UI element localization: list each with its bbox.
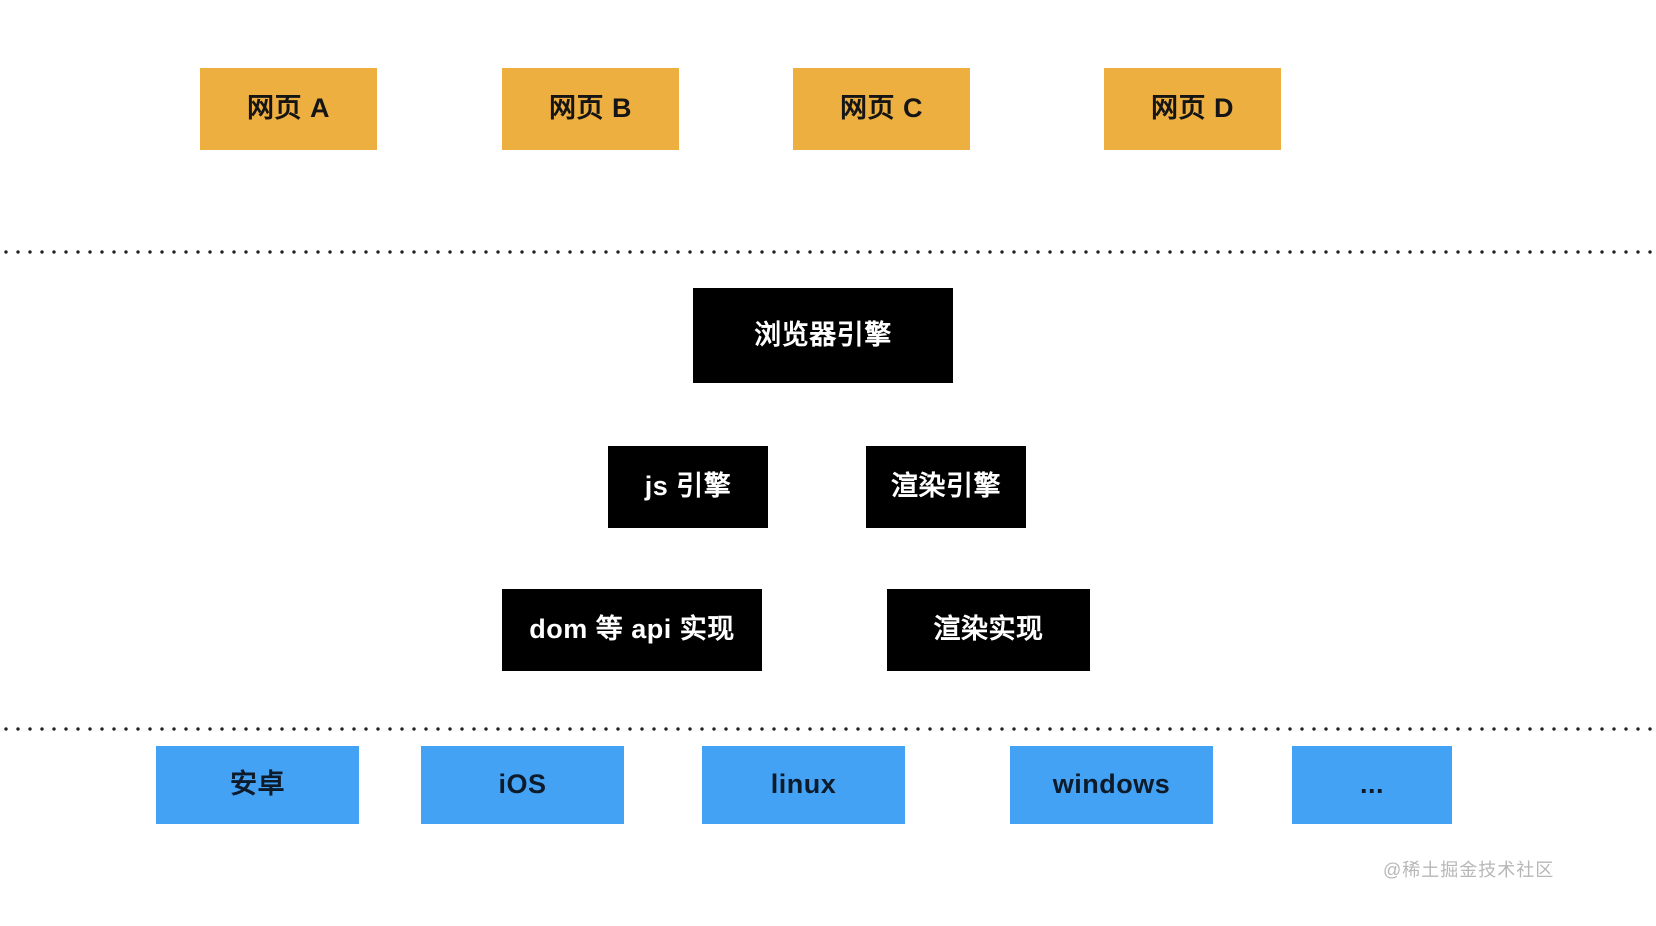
web-page-box-label: 网页 A <box>247 93 330 124</box>
implementation-box-0[interactable]: dom 等 api 实现 <box>502 589 762 671</box>
web-page-box-1[interactable]: 网页 B <box>502 68 679 150</box>
web-page-box-3[interactable]: 网页 D <box>1104 68 1281 150</box>
implementation-box-label: dom 等 api 实现 <box>529 614 735 645</box>
os-box-label: 安卓 <box>230 769 285 800</box>
os-box-1[interactable]: iOS <box>421 746 624 824</box>
divider-bottom <box>0 727 1656 731</box>
web-page-box-2[interactable]: 网页 C <box>793 68 970 150</box>
implementation-box-1[interactable]: 渲染实现 <box>887 589 1090 671</box>
divider-top <box>0 250 1656 254</box>
browser-engine-box-label: 浏览器引擎 <box>754 319 892 350</box>
os-box-2[interactable]: linux <box>702 746 905 824</box>
os-box-3[interactable]: windows <box>1010 746 1213 824</box>
os-box-label: windows <box>1052 769 1171 800</box>
engine-box-1[interactable]: 渲染引擎 <box>866 446 1026 528</box>
os-box-label: linux <box>770 769 837 800</box>
web-page-box-label: 网页 D <box>1151 93 1234 124</box>
web-page-box-label: 网页 B <box>549 93 632 124</box>
watermark: @稀土掘金技术社区 <box>1383 860 1555 880</box>
engine-box-label: js 引擎 <box>644 471 732 502</box>
os-box-label: ... <box>1359 769 1384 800</box>
engine-box-0[interactable]: js 引擎 <box>608 446 768 528</box>
web-page-box-0[interactable]: 网页 A <box>200 68 377 150</box>
web-page-box-label: 网页 C <box>840 93 923 124</box>
os-box-label: iOS <box>498 769 547 800</box>
os-box-4[interactable]: ... <box>1292 746 1452 824</box>
browser-engine-box[interactable]: 浏览器引擎 <box>693 288 953 383</box>
implementation-box-label: 渲染实现 <box>933 614 1044 645</box>
engine-box-label: 渲染引擎 <box>891 471 1001 502</box>
os-box-0[interactable]: 安卓 <box>156 746 359 824</box>
